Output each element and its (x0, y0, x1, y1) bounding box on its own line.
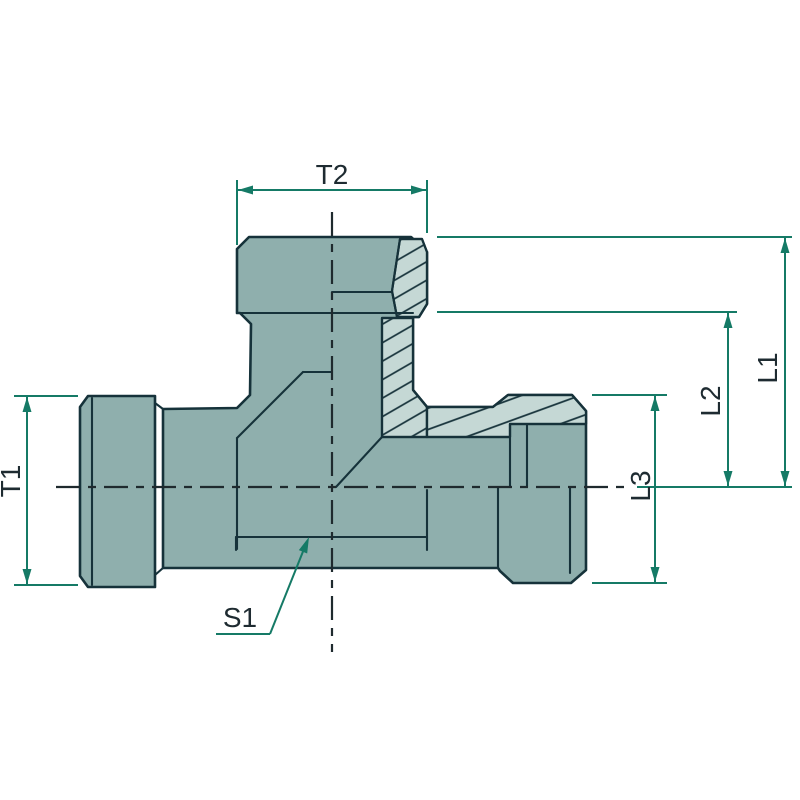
callout-S1: S1 (216, 537, 309, 635)
arrow-up-icon (650, 396, 660, 411)
dimension-L1: L1 (437, 236, 792, 488)
arrow-down-icon (780, 471, 790, 486)
label-L3: L3 (625, 470, 656, 501)
internal-detail-lines (90, 290, 572, 587)
section-hatch-right-flange (425, 393, 588, 439)
label-S1: S1 (223, 602, 257, 633)
arrow-left-icon (238, 185, 253, 195)
arrow-down-icon (22, 569, 32, 584)
label-L1: L1 (752, 352, 783, 383)
arrow-down-icon (650, 567, 660, 582)
fitting-body (56, 212, 624, 652)
dimension-L3: L3 (592, 394, 667, 584)
arrow-up-icon (723, 313, 733, 328)
label-T1: T1 (0, 465, 26, 498)
dimension-T1: T1 (0, 395, 78, 586)
section-hatch-top-nut (390, 237, 429, 319)
label-L2: L2 (695, 385, 726, 416)
arrow-up-icon (22, 397, 32, 412)
dimension-T2: T2 (236, 159, 428, 245)
label-T2: T2 (316, 159, 349, 190)
arrow-right-icon (411, 185, 426, 195)
left-port-nut (78, 394, 157, 589)
section-hatch-branch-wall (380, 316, 429, 439)
dimension-L2: L2 (437, 311, 737, 486)
leader-arrow-icon (298, 537, 309, 554)
arrow-up-icon (780, 238, 790, 253)
arrow-down-icon (723, 471, 733, 486)
